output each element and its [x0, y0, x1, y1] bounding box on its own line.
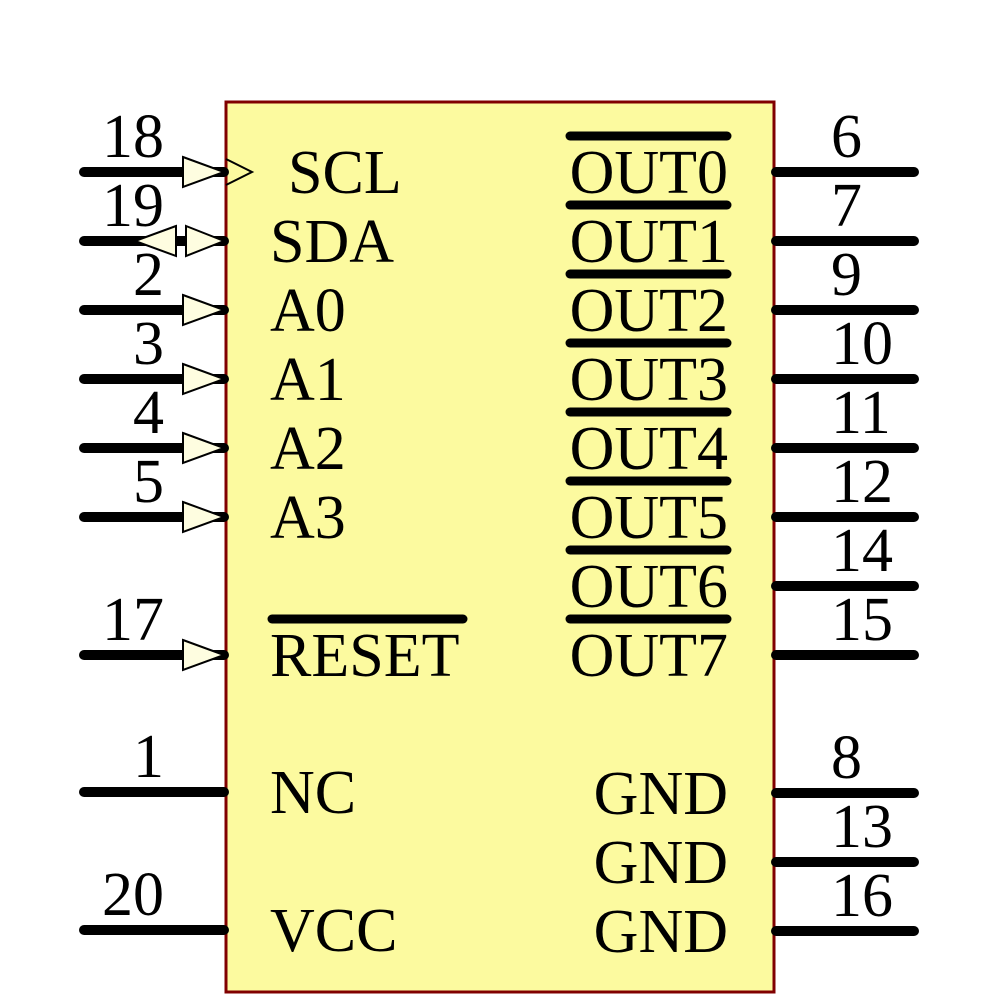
pin-gnd-16: 16 GND: [594, 862, 919, 966]
pin-out3-label: OUT3: [570, 346, 728, 414]
pin-a0: 2 A0: [79, 241, 346, 345]
pin-a3-number: 5: [133, 448, 164, 516]
input-arrow-icon: [182, 431, 227, 465]
clock-arrow-icon: [225, 158, 255, 186]
input-arrow-icon: [182, 293, 227, 327]
input-arrow-icon: [182, 500, 227, 534]
pin-out4-label: OUT4: [570, 415, 728, 483]
pin-out7: 15 OUT7: [565, 586, 919, 690]
pin-out5-label: OUT5: [570, 484, 728, 552]
pin-a3-label: A3: [270, 484, 346, 552]
pin-nc-number: 1: [133, 723, 164, 791]
pin-reset-label: RESET: [270, 622, 459, 690]
pin-out6-label: OUT6: [570, 553, 728, 621]
pin-nc-label: NC: [270, 759, 356, 827]
input-arrow-icon: [182, 638, 227, 672]
pin-a0-number: 2: [133, 241, 164, 309]
pin-a2: 4 A2: [79, 379, 346, 483]
pin-scl-label: SCL: [288, 139, 402, 207]
pin-gnd-16-label: GND: [594, 898, 728, 966]
pin-out3: 10 OUT3: [565, 310, 919, 414]
bidirectional-arrow-left-icon: [132, 224, 177, 258]
pin-out4: 11 OUT4: [565, 379, 919, 483]
pin-out4-number: 11: [831, 379, 891, 447]
pin-gnd-16-number: 16: [831, 862, 893, 930]
pin-out1: 7 OUT1: [565, 172, 919, 276]
pin-gnd-13-label: GND: [594, 829, 728, 897]
pin-gnd-8-label: GND: [594, 760, 728, 828]
pin-a0-label: A0: [270, 277, 346, 345]
pin-a2-number: 4: [133, 379, 164, 447]
pin-vcc-label: VCC: [270, 897, 397, 965]
pin-sda-number: 19: [102, 172, 164, 240]
pin-a1-label: A1: [270, 346, 346, 414]
pin-a3: 5 A3: [79, 448, 346, 552]
pin-scl: 18 SCL: [79, 103, 402, 207]
pin-gnd-13: 13 GND: [594, 793, 919, 897]
pin-a1: 3 A1: [79, 310, 346, 414]
pin-reset-number: 17: [102, 586, 164, 654]
pin-gnd-8-number: 8: [831, 724, 862, 792]
pin-gnd-13-number: 13: [831, 793, 893, 861]
pin-out5-number: 12: [831, 448, 893, 516]
pin-out7-number: 15: [831, 586, 893, 654]
pin-out1-label: OUT1: [570, 208, 728, 276]
pin-nc: 1 NC: [79, 723, 356, 827]
pin-out7-label: OUT7: [570, 622, 728, 690]
pin-out0-number: 6: [831, 103, 862, 171]
pin-scl-number: 18: [102, 103, 164, 171]
pin-reset: 17 RESET: [79, 586, 468, 690]
pin-a1-number: 3: [133, 310, 164, 378]
pin-out2: 9 OUT2: [565, 241, 919, 345]
pin-vcc: 20 VCC: [79, 861, 397, 965]
pin-out2-number: 9: [831, 241, 862, 309]
pin-sda: 19 SDA: [79, 172, 394, 276]
pin-out0-label: OUT0: [570, 139, 728, 207]
pin-out1-number: 7: [831, 172, 862, 240]
input-arrow-icon: [182, 362, 227, 396]
pin-out3-number: 10: [831, 310, 893, 378]
input-arrow-icon: [182, 155, 227, 189]
pin-out5: 12 OUT5: [565, 448, 919, 552]
pin-out0: 6 OUT0: [565, 103, 919, 207]
pin-gnd-8: 8 GND: [594, 724, 919, 828]
pin-out6-number: 14: [831, 517, 893, 585]
pin-out6: 14 OUT6: [565, 517, 919, 621]
pin-sda-label: SDA: [270, 208, 394, 276]
pin-vcc-number: 20: [102, 861, 164, 929]
pin-out2-label: OUT2: [570, 277, 728, 345]
pin-a2-label: A2: [270, 415, 346, 483]
bidirectional-arrow-right-icon: [185, 224, 227, 258]
